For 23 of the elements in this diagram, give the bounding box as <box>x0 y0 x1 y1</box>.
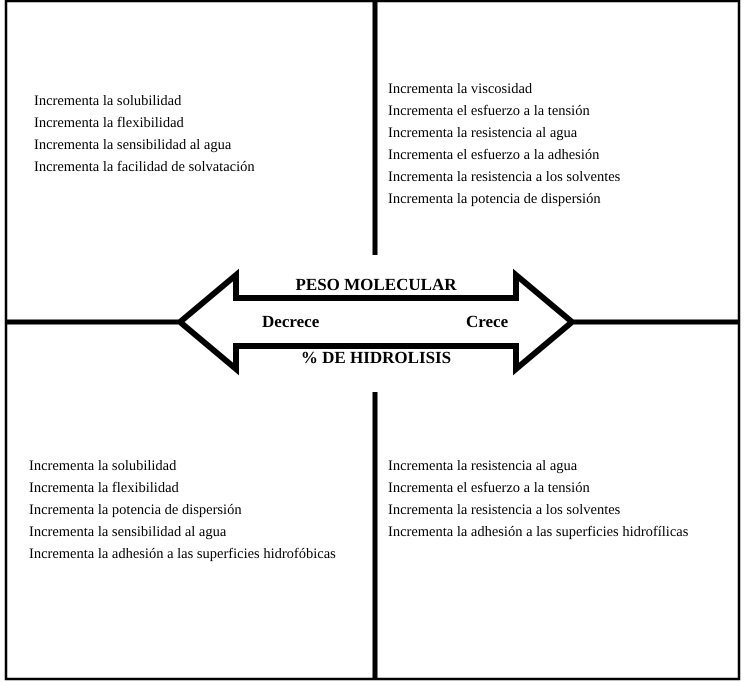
direction-text: Crece <box>466 312 508 332</box>
property-text: Incrementa la adhesión a las superficies hidrofóbicas <box>29 545 336 564</box>
axis-heading: % DE HIDROLISIS <box>300 348 452 368</box>
property-text: Incrementa la potencia de dispersión <box>388 190 601 209</box>
axis-heading: PESO MOLECULAR <box>294 275 458 295</box>
property-text: Incrementa la facilidad de solvatación <box>34 158 255 177</box>
property-text: Incrementa el esfuerzo a la adhesión <box>388 146 600 165</box>
property-text: Incrementa la flexibilidad <box>34 114 184 133</box>
property-text: Incrementa la sensibilidad al agua <box>29 523 226 542</box>
direction-text: Decrece <box>262 312 320 332</box>
property-text: Incrementa la potencia de dispersión <box>29 501 242 520</box>
property-text: Incrementa la flexibilidad <box>29 479 179 498</box>
property-text: Incrementa la resistencia al agua <box>388 124 578 143</box>
property-text: Incrementa la sensibilidad al agua <box>34 136 232 155</box>
property-text: Incrementa la resistencia a los solventes <box>388 501 620 520</box>
property-text: Incrementa la adhesión a las superficies hidrofílicas <box>388 523 688 542</box>
property-text: Incrementa la solubilidad <box>34 92 182 111</box>
property-text: Incrementa el esfuerzo a la tensión <box>388 102 590 121</box>
property-text: Incrementa la resistencia a los solventes <box>388 168 620 187</box>
property-text: Incrementa la solubilidad <box>29 457 176 476</box>
property-text: Incrementa el esfuerzo a la tensión <box>388 479 590 498</box>
property-text: Incrementa la viscosidad <box>388 80 532 99</box>
property-text: Incrementa la resistencia al agua <box>388 457 578 476</box>
